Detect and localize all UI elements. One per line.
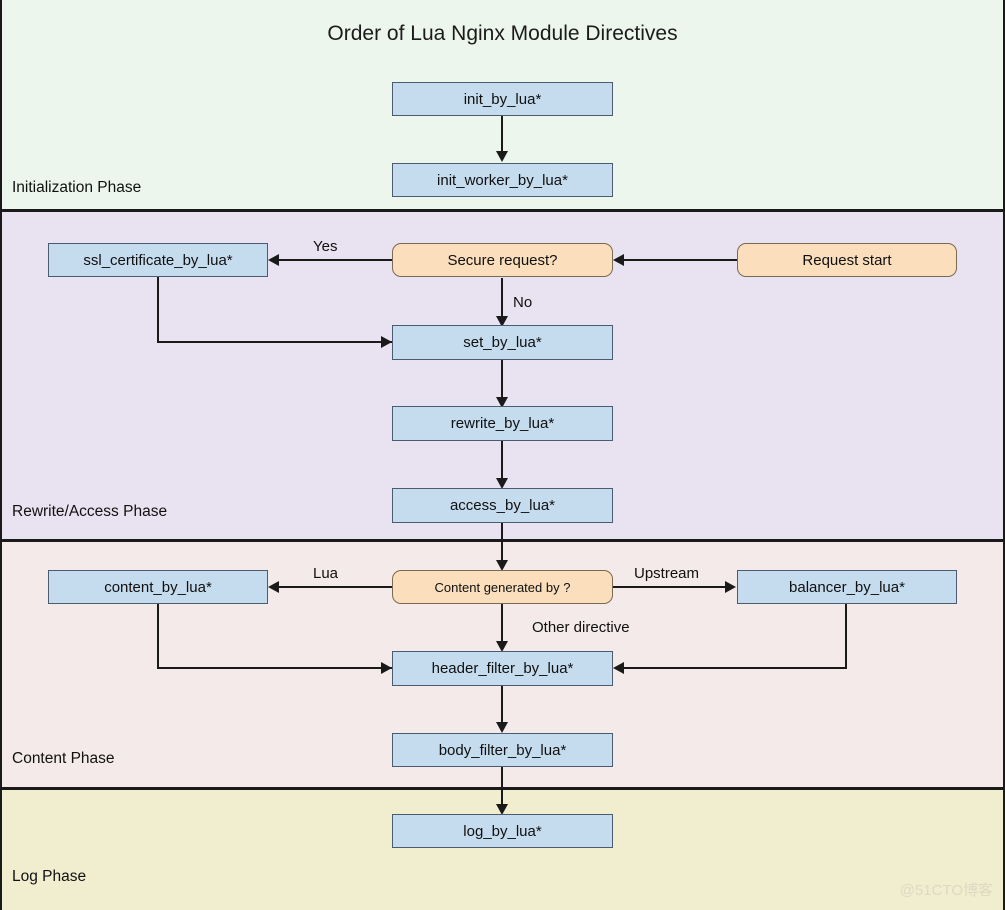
edge-content-decision-to-header-filter xyxy=(501,604,503,644)
edge-content-by-lua-to-header-filter xyxy=(157,667,392,669)
arrowhead-ssl-certificate-to-set-by-lua xyxy=(381,336,392,348)
node-label: Secure request? xyxy=(447,251,558,269)
node-label: ssl_certificate_by_lua* xyxy=(83,251,233,269)
arrowhead-secure-request-to-set-by-lua xyxy=(496,316,508,327)
edge-content-by-lua-down xyxy=(157,603,159,669)
node-label: balancer_by_lua* xyxy=(789,578,905,596)
page-title: Order of Lua Nginx Module Directives xyxy=(327,22,678,45)
edge-label-lua: Lua xyxy=(313,565,339,582)
node-secure-request[interactable]: Secure request? xyxy=(392,243,613,277)
node-balancer-by-lua[interactable]: balancer_by_lua* xyxy=(737,570,957,604)
phase-label-rewrite-access: Rewrite/Access Phase xyxy=(12,503,168,520)
arrowhead-init-to-init-worker xyxy=(496,151,508,162)
edge-access-to-content-decision xyxy=(501,523,503,568)
node-header-filter-by-lua[interactable]: header_filter_by_lua* xyxy=(392,651,613,686)
arrowhead-set-to-rewrite xyxy=(496,397,508,408)
edge-secure-request-to-set-by-lua xyxy=(501,278,503,318)
edge-ssl-certificate-down xyxy=(157,277,159,343)
node-content-by-lua[interactable]: content_by_lua* xyxy=(48,570,268,604)
node-rewrite-by-lua[interactable]: rewrite_by_lua* xyxy=(392,406,613,441)
edge-balancer-down xyxy=(845,603,847,669)
arrowhead-access-to-content-decision xyxy=(496,560,508,571)
node-body-filter-by-lua[interactable]: body_filter_by_lua* xyxy=(392,733,613,767)
node-label: set_by_lua* xyxy=(463,334,542,351)
arrowhead-content-decision-to-header-filter xyxy=(496,641,508,652)
node-set-by-lua[interactable]: set_by_lua* xyxy=(392,325,613,360)
node-label: log_by_lua* xyxy=(463,822,542,840)
node-log-by-lua[interactable]: log_by_lua* xyxy=(392,814,613,848)
edge-rewrite-to-access xyxy=(501,441,503,481)
arrowhead-content-decision-to-balancer xyxy=(725,581,736,593)
edge-label-yes: Yes xyxy=(313,238,338,255)
phase-label-content: Content Phase xyxy=(12,750,115,767)
node-label: header_filter_by_lua* xyxy=(431,660,574,677)
arrowhead-header-filter-to-body-filter xyxy=(496,722,508,733)
node-label: rewrite_by_lua* xyxy=(450,415,555,432)
edge-set-to-rewrite xyxy=(501,360,503,400)
edge-content-decision-to-content-by-lua xyxy=(279,586,392,588)
edge-body-filter-to-log xyxy=(501,767,503,812)
node-label: access_by_lua* xyxy=(449,497,556,514)
edge-balancer-to-header-filter xyxy=(624,667,847,669)
node-label: content_by_lua* xyxy=(104,578,212,596)
arrowhead-rewrite-to-access xyxy=(496,478,508,489)
phase-label-initialization: Initialization Phase xyxy=(12,179,142,196)
edge-request-start-to-secure-request xyxy=(624,259,737,261)
watermark: @51CTO博客 xyxy=(899,882,993,899)
node-label: Request start xyxy=(802,251,892,269)
edge-header-filter-to-body-filter xyxy=(501,685,503,725)
edge-content-decision-to-balancer xyxy=(613,586,726,588)
node-label: Content generated by ? xyxy=(434,579,571,595)
edge-label-no: No xyxy=(513,294,533,311)
arrowhead-balancer-to-header-filter xyxy=(613,662,624,674)
node-init-by-lua[interactable]: init_by_lua* xyxy=(392,82,613,116)
node-ssl-certificate-by-lua[interactable]: ssl_certificate_by_lua* xyxy=(48,243,268,277)
edge-label-other-directive: Other directive xyxy=(532,619,630,636)
node-label: init_worker_by_lua* xyxy=(437,171,568,189)
node-label: init_by_lua* xyxy=(463,90,542,108)
node-content-generated-by[interactable]: Content generated by ? xyxy=(392,570,613,604)
arrowhead-content-by-lua-to-header-filter xyxy=(381,662,392,674)
arrowhead-body-filter-to-log xyxy=(496,804,508,815)
arrowhead-content-decision-to-content-by-lua xyxy=(268,581,279,593)
edge-label-upstream: Upstream xyxy=(634,565,700,582)
node-request-start[interactable]: Request start xyxy=(737,243,957,277)
edge-secure-request-to-ssl-certificate xyxy=(279,259,392,261)
phase-label-log: Log Phase xyxy=(12,868,87,885)
arrowhead-secure-request-to-ssl-certificate xyxy=(268,254,279,266)
node-access-by-lua[interactable]: access_by_lua* xyxy=(392,488,613,523)
node-init-worker-by-lua[interactable]: init_worker_by_lua* xyxy=(392,163,613,197)
edge-ssl-certificate-to-set-by-lua xyxy=(157,341,392,343)
arrowhead-request-start-to-secure-request xyxy=(613,254,624,266)
node-label: body_filter_by_lua* xyxy=(438,741,567,759)
edge-init-to-init-worker xyxy=(501,116,503,153)
